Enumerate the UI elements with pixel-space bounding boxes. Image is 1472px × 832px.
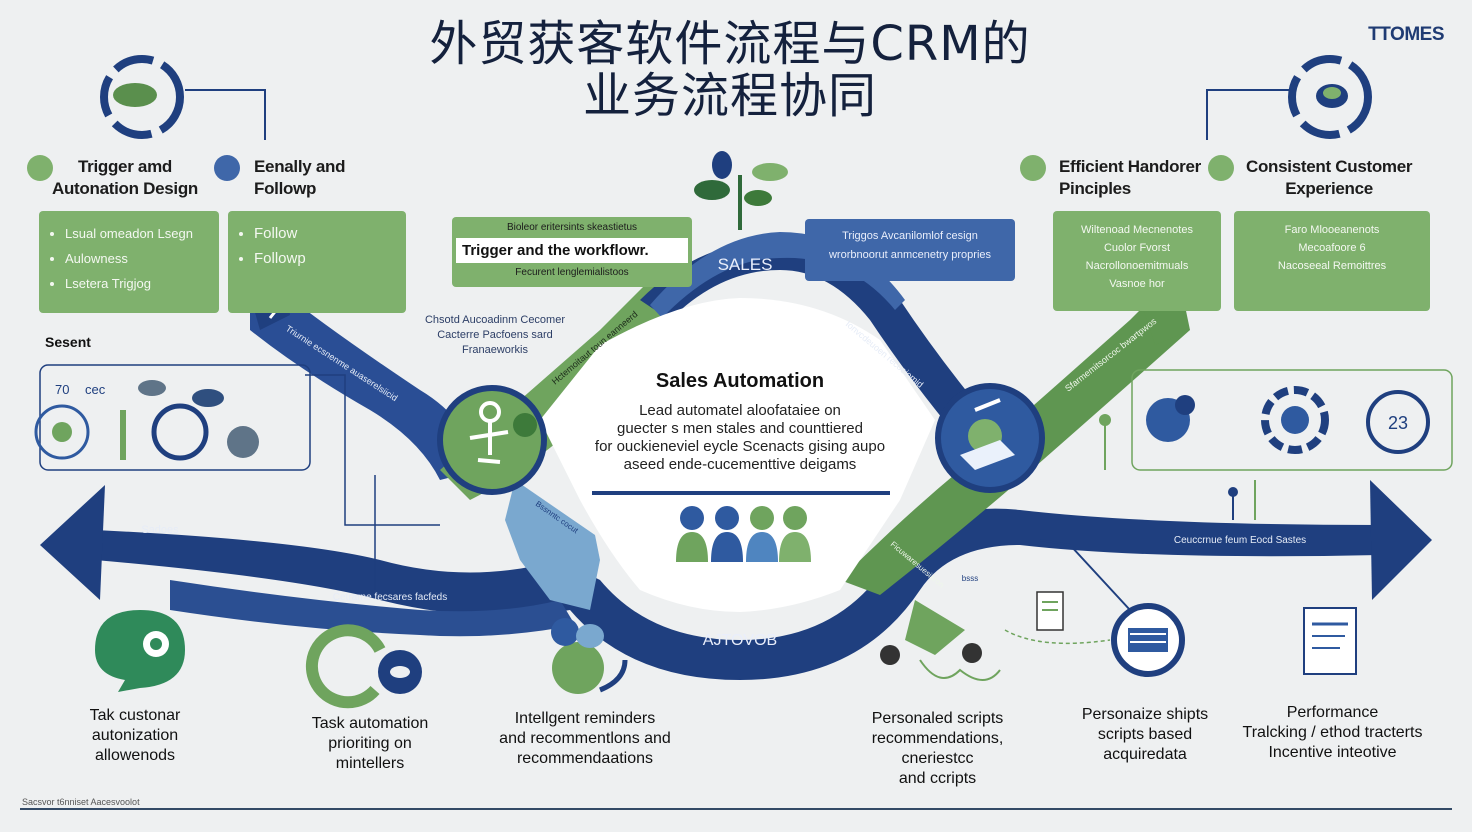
reminder-icon [552,642,604,694]
experience-line: Nacoseeal Remoittres [1277,260,1387,272]
label-framework: Chsotd Aucoadinm Cecomer Cacterre Pacfoe… [424,314,565,356]
handover-box: Wiltenoad Mecnenotes Cuolor Fvorst Nacro… [1053,211,1221,311]
plant-icon [694,151,788,230]
script-flag-icon [905,600,965,655]
center-panel [540,298,935,612]
heading-dot-green [27,155,53,181]
top-right-gear [1288,55,1372,139]
left-icon-chat [34,404,90,460]
callout-bottom: Fecurent lenglemialistoos [515,267,629,278]
footer-divider [20,808,1452,810]
heading-eenally: Eenally and Followp [254,157,346,198]
callout-top: Bioleor eritersints skeastietus [506,222,638,233]
follow-box: Follow Followp [228,211,406,313]
footer-note: Sacsvor t6nniset Aacesvoolot [22,797,140,807]
icon-number-cec: cec [85,382,106,397]
center-title: Sales Automation [655,370,825,392]
center-body: Lead automatel aloofataiee on guecter s … [594,402,886,473]
navy-stripe [170,580,575,637]
left-icon-cloud [138,380,166,396]
circle-number: 23 [1388,413,1408,433]
handover-line: Wiltenoad Mecnenotes [1081,224,1193,236]
arrow-text-mini: bsss [962,574,978,583]
label-sesent: Sesent [45,334,91,350]
left-icon-panel [39,364,311,471]
right-node-paper [960,440,1015,470]
navy-arrowhead-right [1370,480,1432,600]
people-icon-group [676,506,811,562]
connector-top-right [1206,89,1290,140]
handover-line: Nacrollonoemitmuals [1085,260,1189,272]
brand-logo: TTOMES [1368,24,1444,45]
page-title-line1: 外贸获客软件流程与CRM的 [429,16,1031,72]
navy-arrowhead-left [40,485,105,600]
left-icon-ring [151,403,209,461]
design-box: Triggos Avcanilomlof cesign wrorbnoorut … [805,219,1015,281]
arrow-text-bottom-left: Cetrarne fecsares facfeds [333,592,448,603]
design-box-line: Triggos Avcanilomlof cesign [842,230,978,242]
trigger-box-item: Lsetera Trigjog [65,271,207,296]
navy-main-arrow [95,508,1380,680]
experience-line: Faro Mlooeanenots [1284,224,1380,236]
left-node-leaf [513,413,537,437]
connector-top-left [185,89,266,140]
connector-left-mid [305,374,440,526]
left-icon-bar [120,410,126,460]
caption-personaled-scripts: Personaled scripts recommendations, cner… [871,710,1004,787]
automation-ring-icon [305,624,386,709]
lightblue-band [505,480,600,610]
banner-top-text: SALES [718,255,773,274]
experience-box: Faro Mlooeanenots Mecoafoore 6 Nacoseeal… [1234,211,1430,311]
page-title-line2: 业务流程协同 [582,68,877,124]
banner-bottom-text: AJTOVOB [703,632,777,649]
person-key-icon [469,401,509,464]
caption-reminders: Intellgent reminders and recommentlons a… [499,710,671,767]
callout-main: Trigger and the workflowr. [456,238,688,263]
top-left-gear [100,55,184,139]
arrow-text-left: Sadoes [141,524,179,536]
heading-efficient: Efficient Handorer Pinciples [1059,157,1201,198]
follow-box-item: Followp [254,246,394,271]
trigger-box-item: Aulowness [65,246,207,271]
left-icon-gray [227,426,259,458]
heading-dot-green-right2 [1208,155,1234,181]
heading-consistent: Consistent Customer Experience [1246,157,1413,198]
chat-bubble-icon [95,610,185,692]
right-icon-number-ring [1366,390,1430,454]
handover-line: Vasnoe hor [1109,278,1165,290]
caption-performance: Performance Tralcking / ethod tracterts … [1242,704,1423,761]
heading-trigger: Trigger amd Autonation Design [52,157,198,198]
caption-personaize-scripts: Personaize shipts scripts based acquired… [1081,706,1209,763]
left-icon-cloud2 [192,389,224,407]
experience-line: Mecoafoore 6 [1298,242,1366,254]
heading-dot-blue [214,155,240,181]
arrow-text-right: Ceuccrnue feum Eocd Sastes [1174,535,1306,546]
navy-diagonal-left [250,290,480,480]
icon-number-70: 70 [55,382,69,397]
page-title: 外贸获客软件流程与CRM的 业务流程协同 [330,18,1130,122]
right-icon-globe [1261,386,1329,454]
workflow-callout: Bioleor eritersints skeastietus Trigger … [452,217,692,287]
heading-dot-green-right1 [1020,155,1046,181]
right-icon-panel [1131,369,1453,471]
caption-task-automation: Task automation prioriting on mintellers [311,715,429,772]
handover-line: Cuolor Fvorst [1103,242,1171,254]
follow-box-item: Follow [254,221,394,246]
trigger-box-item: Lsual omeadon Lsegn [65,221,207,246]
trigger-box: Lsual omeadon Lsegn Aulowness Lsetera Tr… [39,211,219,313]
caption-customer-automation: Tak custonar autonization allowenods [89,707,181,764]
report-icon [1303,607,1357,675]
design-box-line: wrorbnoorut anmcenetry propries [828,249,992,261]
